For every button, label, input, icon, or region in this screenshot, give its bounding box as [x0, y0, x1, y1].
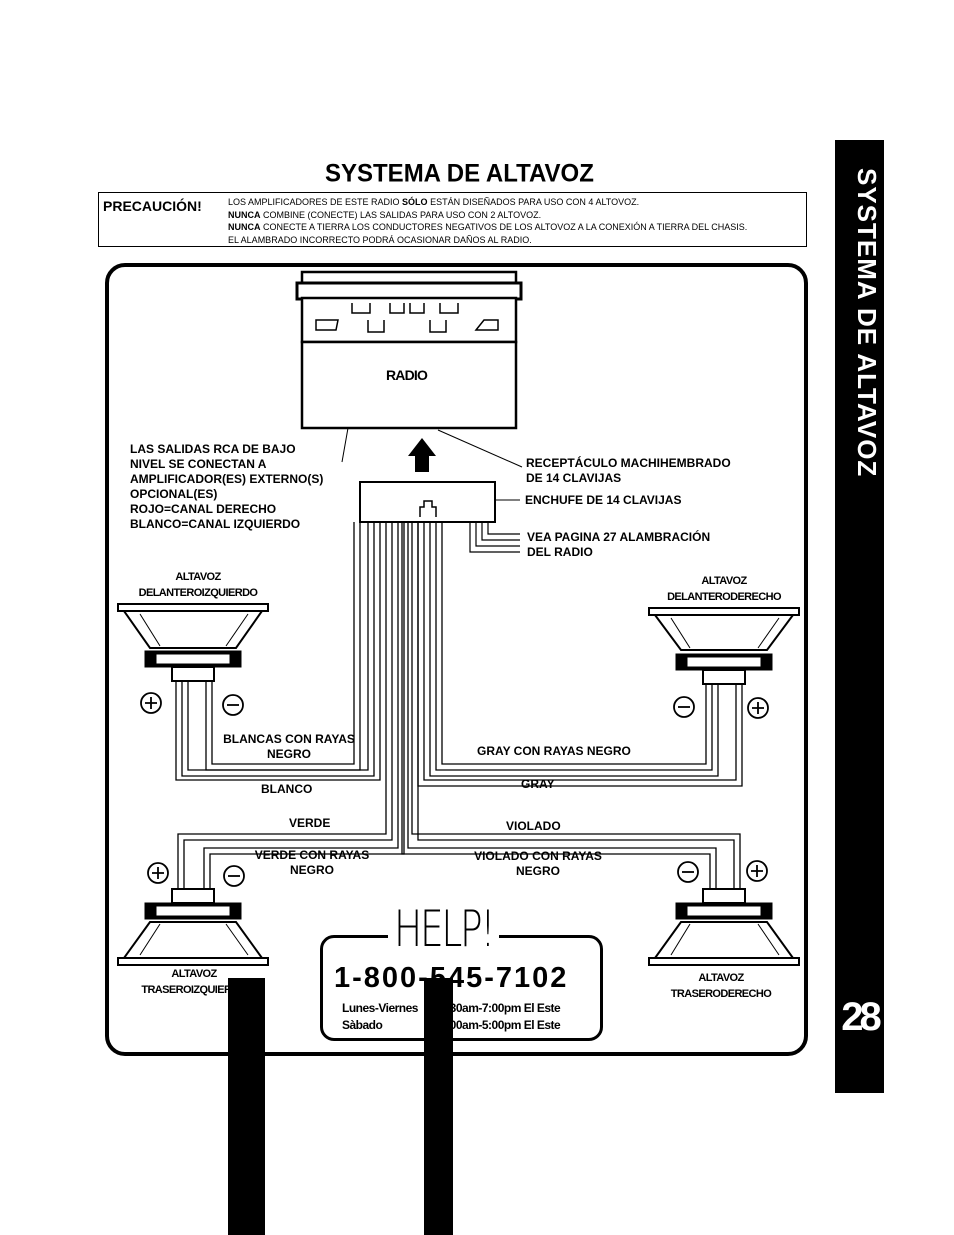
label-line: DELANTEROIZQUIERDO — [138, 587, 258, 599]
speaker-rear-right-label: ALTAVOZ TRASERODERECHO — [651, 970, 791, 1002]
label-line: NEGRO — [289, 863, 334, 877]
speaker-front-left-label: ALTAVOZ DELANTEROIZQUIERDO — [128, 569, 268, 601]
polarity-symbols — [140, 692, 769, 887]
label-line: TRASERODERECHO — [670, 988, 772, 1000]
receptacle-line: RECEPTÁCULO MACHIHEMBRADO — [526, 456, 731, 470]
label-line: NEGRO — [515, 864, 560, 878]
speaker-rear-right — [648, 888, 800, 966]
redaction-bar-center — [424, 978, 453, 1235]
caution-line1-end: ESTÁN DISEÑADOS PARA USO CON 4 ALTOVOZ. — [427, 197, 640, 207]
rca-line: ROJO=CANAL DERECHO — [130, 502, 277, 516]
speaker-front-right-label: ALTAVOZ DELANTERODERECHO — [654, 573, 794, 605]
speaker-rear-left — [117, 888, 269, 966]
rca-line: LAS SALIDAS RCA DE BAJO — [130, 442, 296, 456]
wire-green-label: VERDE — [289, 816, 331, 830]
caution-line1: LOS AMPLIFICADORES DE ESTE RADIO — [228, 197, 403, 207]
label-line: BLANCAS CON RAYAS — [223, 732, 355, 746]
rca-note: LAS SALIDAS RCA DE BAJO NIVEL SE CONECTA… — [130, 442, 323, 532]
wire-white-striped-label: BLANCAS CON RAYAS NEGRO — [218, 732, 360, 762]
speaker-rear-left-label: ALTAVOZ TRASEROIZQUIERDO — [124, 966, 264, 998]
wire-gray-striped-label: GRAY CON RAYAS NEGRO — [477, 744, 631, 758]
caution-box: PRECAUCIÓN! LOS AMPLIFICADORES DE ESTE R… — [98, 192, 807, 247]
connector-plug — [359, 481, 496, 523]
saturday-hours: 9:00am-5:00pm El Este — [440, 1018, 561, 1032]
wire-gray-label: GRAY — [521, 777, 555, 791]
side-tab-text: SYSTEMA DE ALTAVOZ — [852, 168, 882, 478]
page-title: SYSTEMA DE ALTAVOZ — [325, 159, 594, 188]
label-line: NEGRO — [266, 747, 311, 761]
receptacle-label: RECEPTÁCULO MACHIHEMBRADO DE 14 CLAVIJAS — [526, 456, 731, 486]
rca-line: OPCIONAL(ES) — [130, 487, 218, 501]
wire-green-striped-label: VERDE CON RAYAS NEGRO — [248, 848, 376, 878]
see-page-line: DEL RADIO — [527, 545, 593, 559]
caution-heading: PRECAUCIÓN! — [103, 198, 202, 214]
label-line: DELANTERODERECHO — [667, 591, 781, 603]
label-line: ALTAVOZ — [698, 972, 744, 984]
label-line: VERDE CON RAYAS — [254, 848, 370, 862]
label-line: ALTAVOZ — [175, 571, 221, 583]
caution-emphasis-nunca: NUNCA — [228, 209, 261, 220]
rca-line: BLANCO=CANAL IZQUIERDO — [130, 517, 301, 531]
help-heading: HELP! — [388, 900, 500, 958]
weekday-label: Lunes-Viernes — [342, 1001, 418, 1015]
caution-line4: EL ALAMBRADO INCORRECTO PODRÁ OCASIONAR … — [228, 234, 532, 245]
wire-violet-label: VIOLADO — [506, 819, 561, 833]
weekday-hours: 8:30am-7:00pm El Este — [440, 1001, 561, 1015]
caution-text: LOS AMPLIFICADORES DE ESTE RADIO SÓLO ES… — [228, 196, 747, 246]
speaker-front-left — [117, 603, 269, 682]
caution-line2: COMBINE (CONECTE) LAS SALIDAS PARA USO C… — [260, 209, 542, 220]
side-tab: SYSTEMA DE ALTAVOZ 28 — [835, 140, 884, 1093]
wire-white-label: BLANCO — [261, 782, 313, 796]
redaction-bar-left — [228, 978, 265, 1235]
plug-label: ENCHUFE DE 14 CLAVIJAS — [525, 493, 682, 507]
caution-line3: CONECTE A TIERRA LOS CONDUCTORES NEGATIV… — [260, 222, 748, 232]
caution-emphasis-solo: SÓLO — [402, 197, 428, 207]
radio-label: RADIO — [386, 367, 428, 383]
diagram-frame — [105, 263, 808, 1056]
caution-emphasis-nunca-2: NUNCA — [228, 222, 261, 232]
label-line: TRASEROIZQUIERDO — [141, 984, 247, 996]
page-number: 28 — [841, 995, 882, 1039]
rca-line: NIVEL SE CONECTAN A — [130, 457, 267, 471]
receptacle-line: DE 14 CLAVIJAS — [526, 471, 622, 485]
radio-unit — [295, 270, 523, 430]
wire-violet-striped-label: VIOLADO CON RAYAS NEGRO — [468, 849, 608, 879]
rca-line: AMPLIFICADOR(ES) EXTERNO(S) — [130, 472, 324, 486]
label-line: ALTAVOZ — [171, 968, 217, 980]
see-page-label: VEA PAGINA 27 ALAMBRACIÓN DEL RADIO — [527, 530, 710, 560]
see-page-line: VEA PAGINA 27 ALAMBRACIÓN — [527, 530, 711, 544]
label-line: ALTAVOZ — [701, 575, 747, 587]
saturday-label: Sàbado — [342, 1018, 383, 1032]
up-arrow — [408, 438, 436, 472]
speaker-front-right — [648, 607, 800, 685]
label-line: VIOLADO CON RAYAS — [474, 849, 602, 863]
